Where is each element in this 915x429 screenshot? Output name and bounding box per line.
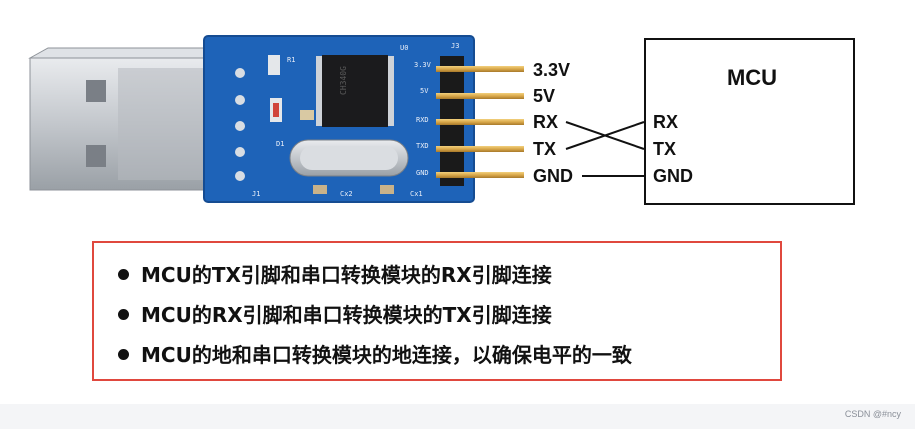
mcu-pin-tx: TX xyxy=(653,139,676,159)
footer-bar: CSDN @#ncy xyxy=(0,404,915,429)
silk-jumper: J1 xyxy=(252,190,260,198)
mcu-title: MCU xyxy=(727,65,777,90)
note-text: MCU的TX引脚和串口转换模块的RX引脚连接 xyxy=(141,263,552,287)
silk-cap1: Cx1 xyxy=(410,190,423,198)
silk-resistor: R1 xyxy=(287,56,295,64)
serial-module-board: CH340G R1 D1 J1 Cx2 Cx1 U0 J3 3.3V 5V RX… xyxy=(203,35,524,203)
note-text: MCU的地和串口转换模块的地连接，以确保电平的一致 xyxy=(141,343,632,367)
wire-tx-to-rx xyxy=(565,121,645,150)
svg-text:CH340G: CH340G xyxy=(339,66,348,95)
ch340-chip: CH340G xyxy=(316,55,394,127)
note-item: MCU的地和串口转换模块的地连接，以确保电平的一致 xyxy=(118,339,632,368)
wiring-notes-box: MCU的TX引脚和串口转换模块的RX引脚连接 MCU的RX引脚和串口转换模块的T… xyxy=(92,241,782,381)
pin-header-pins xyxy=(436,66,524,178)
capacitor xyxy=(300,110,314,120)
cap-cx2 xyxy=(313,185,327,194)
usb-connector xyxy=(28,47,218,191)
pin-label-3v3: 3.3V xyxy=(533,60,570,80)
mcu-pin-rx: RX xyxy=(653,112,678,132)
resistor-r1 xyxy=(268,55,280,75)
bullet-icon xyxy=(118,349,129,360)
wiring xyxy=(565,121,645,177)
note-item: MCU的RX引脚和串口转换模块的TX引脚连接 xyxy=(118,299,552,328)
silk-pin-4: TXD xyxy=(416,142,429,150)
note-item: MCU的TX引脚和串口转换模块的RX引脚连接 xyxy=(118,259,552,288)
mcu-block: MCU RX TX GND xyxy=(644,38,855,205)
usb-solder-pads xyxy=(235,68,245,181)
note-text: MCU的RX引脚和串口转换模块的TX引脚连接 xyxy=(141,303,552,327)
bullet-icon xyxy=(118,269,129,280)
watermark-credit: CSDN @#ncy xyxy=(844,409,901,419)
cap-cx1 xyxy=(380,185,394,194)
pin-label-tx: TX xyxy=(533,139,556,159)
mcu-pin-gnd: GND xyxy=(653,166,693,186)
silk-cap2: Cx2 xyxy=(340,190,353,198)
silk-pin-2: 5V xyxy=(420,87,429,95)
bullet-icon xyxy=(118,309,129,320)
silk-chip: U0 xyxy=(400,44,408,52)
pin-label-rx: RX xyxy=(533,112,558,132)
silk-pin-1: 3.3V xyxy=(414,61,432,69)
pin-label-gnd: GND xyxy=(533,166,573,186)
silk-header: J3 xyxy=(451,42,459,50)
silk-diode: D1 xyxy=(276,140,284,148)
silk-pin-3: RXD xyxy=(416,116,429,124)
pin-label-5v: 5V xyxy=(533,86,555,106)
silk-pin-5: GND xyxy=(416,169,429,177)
crystal xyxy=(289,139,409,177)
